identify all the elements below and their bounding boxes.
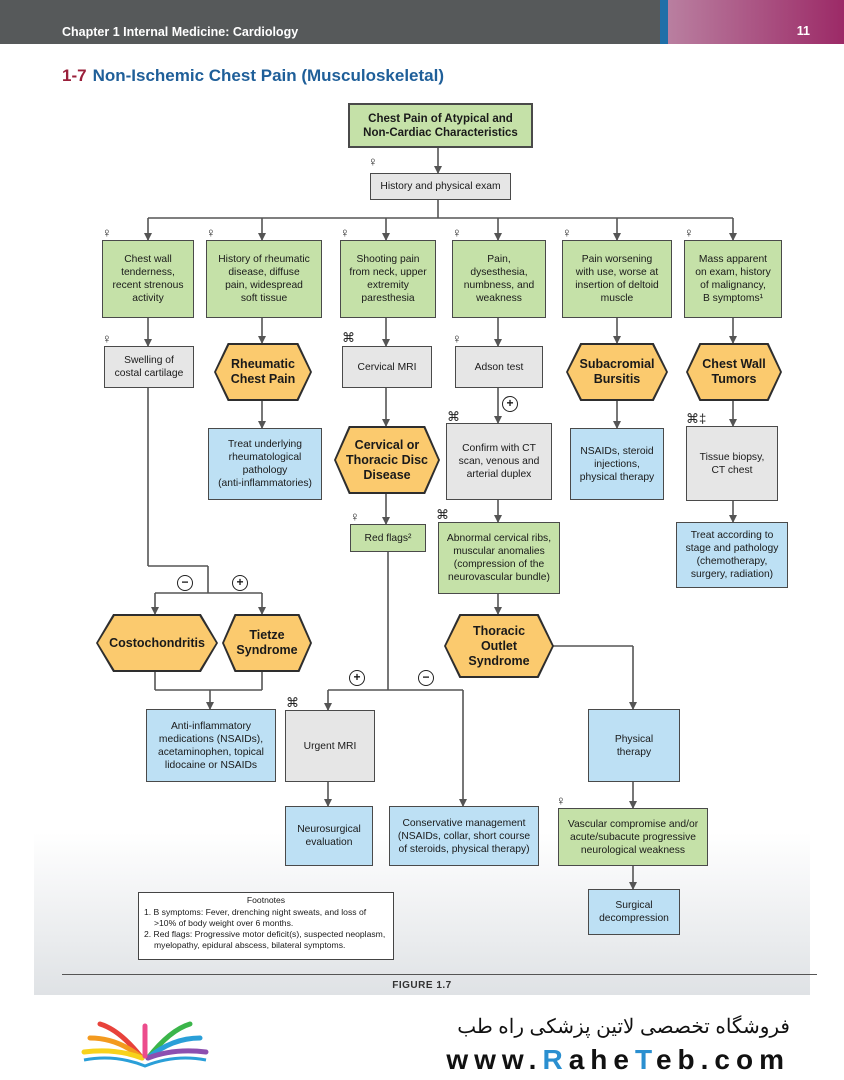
negative-sign: −: [177, 575, 193, 591]
figure-number: 1-7: [62, 66, 87, 85]
stethoscope-icon: ♀: [206, 225, 216, 240]
nsaids-steroid-node: NSAIDs, steroid injections, physical the…: [570, 428, 664, 500]
criteria-shooting-pain-node: Shooting pain from neck, upper extremity…: [340, 240, 436, 318]
criteria-dysesthesia-node: Pain, dysesthesia, numbness, and weaknes…: [452, 240, 546, 318]
page-number: 11: [796, 24, 810, 38]
surgical-decompression-node: Surgical decompression: [588, 889, 680, 935]
chest-wall-tumors-node: Chest Wall Tumors: [686, 343, 782, 401]
criteria-chest-wall-node: Chest wall tenderness, recent strenous a…: [102, 240, 194, 318]
stethoscope-icon: ♀: [684, 225, 694, 240]
scan-icon: ⌘: [342, 330, 355, 345]
header-page-block: [668, 0, 844, 44]
scan-icon: ⌘: [436, 507, 449, 522]
url-part: R: [542, 1044, 569, 1075]
positive-sign: +: [232, 575, 248, 591]
header-accent: [660, 0, 668, 44]
footnote-item: 1. B symptoms: Fever, drenching night sw…: [144, 907, 367, 928]
biopsy-icon: ⌘‡: [686, 411, 707, 426]
book-logo-icon: [81, 1021, 209, 1068]
rheumatic-chest-pain-label: Rheumatic Chest Pain: [216, 345, 310, 399]
chest-wall-tumors-label: Chest Wall Tumors: [688, 345, 780, 399]
swelling-node: Swelling of costal cartilage: [104, 346, 194, 388]
url-part: eb.com: [655, 1044, 790, 1075]
scan-icon: ⌘: [447, 409, 460, 424]
costochondritis-label: Costochondritis: [98, 616, 216, 670]
negative-sign: −: [418, 670, 434, 686]
chapter-title: Chapter 1 Internal Medicine: Cardiology: [62, 25, 299, 39]
subacromial-bursitis-node: Subacromial Bursitis: [566, 343, 668, 401]
url-part: ahe: [568, 1044, 635, 1075]
stethoscope-icon: ♀: [102, 331, 112, 346]
stethoscope-icon: ♀: [556, 793, 566, 808]
stethoscope-icon: ♀: [368, 154, 378, 169]
stethoscope-icon: ♀: [452, 331, 462, 346]
anti-inflammatory-node: Anti-inflammatory medications (NSAIDs), …: [146, 709, 276, 782]
figure-title: 1-7 Non-Ischemic Chest Pain (Musculoskele…: [62, 66, 444, 86]
connector-lines: [144, 148, 737, 890]
stethoscope-icon: ♀: [102, 225, 112, 240]
stethoscope-icon: ♀: [350, 509, 360, 524]
criteria-mass-node: Mass apparent on exam, history of malign…: [684, 240, 782, 318]
conservative-management-node: Conservative management (NSAIDs, collar,…: [389, 806, 539, 866]
positive-sign: +: [349, 670, 365, 686]
cervical-disc-disease-label: Cervical or Thoracic Disc Disease: [336, 428, 438, 492]
treat-rheumatological-node: Treat underlying rheumatological patholo…: [208, 428, 322, 500]
costochondritis-node: Costochondritis: [96, 614, 218, 672]
thoracic-outlet-syndrome-node: Thoracic Outlet Syndrome: [444, 614, 554, 678]
caption-rule: [62, 974, 817, 975]
red-flags-node: Red flags²: [350, 524, 426, 552]
stethoscope-icon: ♀: [340, 225, 350, 240]
urgent-mri-node: Urgent MRI: [285, 710, 375, 782]
figure-title-text: Non-Ischemic Chest Pain (Musculoskeletal…: [92, 66, 444, 85]
physical-therapy-node: Physical therapy: [588, 709, 680, 782]
url-part: www.: [446, 1044, 543, 1075]
history-node: History and physical exam: [370, 173, 511, 200]
confirm-ct-node: Confirm with CT scan, venous and arteria…: [446, 423, 552, 500]
stethoscope-icon: ♀: [452, 225, 462, 240]
adson-test-node: Adson test: [455, 346, 543, 388]
scan-icon: ⌘: [286, 695, 299, 710]
page-header: Chapter 1 Internal Medicine: Cardiology …: [0, 0, 844, 44]
footnote-item: 2. Red flags: Progressive motor deficit(…: [144, 929, 386, 950]
footnotes-heading: Footnotes: [246, 895, 286, 905]
criteria-deltoid-node: Pain worsening with use, worse at insert…: [562, 240, 672, 318]
cervical-mri-node: Cervical MRI: [342, 346, 432, 388]
neurosurgical-evaluation-node: Neurosurgical evaluation: [285, 806, 373, 866]
store-name: فروشگاه تخصصی لاتین پزشکی راه طب: [457, 1016, 790, 1038]
cervical-disc-disease-node: Cervical or Thoracic Disc Disease: [334, 426, 440, 494]
root-node: Chest Pain of Atypical and Non-Cardiac C…: [348, 103, 533, 148]
subacromial-bursitis-label: Subacromial Bursitis: [568, 345, 666, 399]
footnotes-box: Footnotes 1. B symptoms: Fever, drenchin…: [138, 892, 394, 960]
abnormal-cervical-ribs-node: Abnormal cervical ribs, muscular anomali…: [438, 522, 560, 594]
header-bar: [0, 0, 660, 44]
tietze-syndrome-label: Tietze Syndrome: [224, 616, 310, 670]
thoracic-outlet-syndrome-label: Thoracic Outlet Syndrome: [446, 616, 552, 676]
rheumatic-chest-pain-node: Rheumatic Chest Pain: [214, 343, 312, 401]
url-part: T: [634, 1044, 656, 1075]
store-url: www.RaheTeb.com: [446, 1044, 790, 1076]
criteria-rheumatic-node: History of rheumatic disease, diffuse pa…: [206, 240, 322, 318]
stethoscope-icon: ♀: [562, 225, 572, 240]
vascular-compromise-node: Vascular compromise and/or acute/subacut…: [558, 808, 708, 866]
tissue-biopsy-node: Tissue biopsy, CT chest: [686, 426, 778, 501]
treat-according-stage-node: Treat according to stage and pathology (…: [676, 522, 788, 588]
figure-caption: FIGURE 1.7: [392, 980, 452, 991]
positive-sign: +: [502, 396, 518, 412]
tietze-syndrome-node: Tietze Syndrome: [222, 614, 312, 672]
